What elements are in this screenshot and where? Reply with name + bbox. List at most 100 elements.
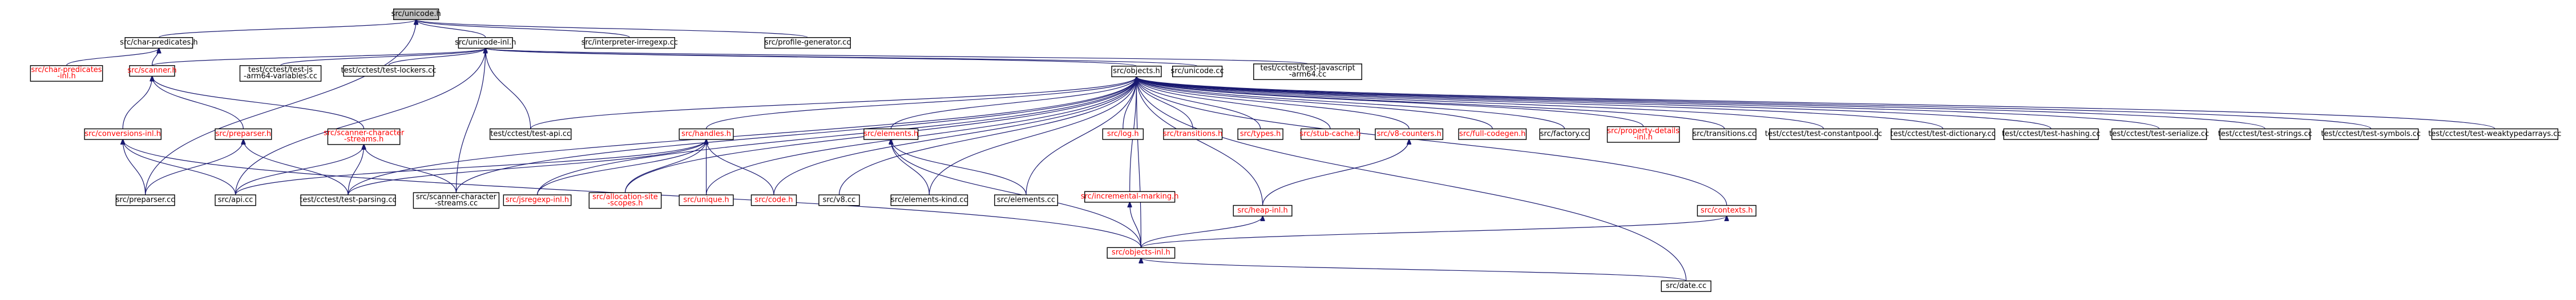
node-label: src/preparser.cc	[116, 195, 175, 204]
edge-api_cc-to-handles_h	[235, 139, 706, 195]
edge-objects_inl_h-to-contexts_h	[1140, 216, 1726, 248]
node-box	[84, 128, 162, 140]
node-v8-counters-h[interactable]: src/v8-counters.h	[1375, 128, 1444, 140]
node-contexts-h[interactable]: src/contexts.h	[1697, 205, 1757, 217]
edge-test_parsing-to-objects_h	[348, 77, 1137, 195]
node-test-symbols[interactable]: test/cctest/test-symbols.cc	[2321, 128, 2421, 140]
node-label: src/log.h	[1107, 130, 1139, 138]
node-char-predicates-inl[interactable]: src/char-predicates-inl.h	[30, 65, 103, 82]
node-incremental-marking-h[interactable]: src/incremental-marking.h	[1081, 191, 1179, 203]
node-conversions-inl[interactable]: src/conversions-inl.h	[84, 128, 162, 140]
node-box	[327, 128, 401, 145]
node-test-javascript-arm64[interactable]: test/cctest/test-javascript-arm64.cc	[1253, 63, 1362, 80]
node-scanner-char-streams-h[interactable]: src/scanner-character-streams.h	[324, 128, 405, 145]
edge-full_codegen_h-to-objects_h	[1137, 77, 1493, 129]
node-label: src/transitions.cc	[1693, 130, 1757, 138]
node-box	[489, 128, 572, 140]
node-heap-inl-h[interactable]: src/heap-inl.h	[1233, 205, 1293, 217]
edge-test_js_arm64-to-unicode_inl_h	[280, 48, 486, 66]
node-test-strings[interactable]: test/cctest/test-strings.cc	[2218, 128, 2312, 140]
edge-scanner_h-to-unicode_inl_h	[151, 48, 486, 66]
node-log-h[interactable]: src/log.h	[1102, 128, 1144, 140]
node-label: test/cctest/test-dictionary.cc	[1891, 130, 1996, 138]
node-code-h[interactable]: src/code.h	[750, 194, 797, 206]
node-property-details-inl[interactable]: src/property-details-inl.h	[1606, 126, 1680, 143]
node-unicode-h[interactable]: src/unicode.h	[391, 9, 441, 21]
node-label: test/cctest/test-javascript	[1260, 64, 1355, 73]
node-box	[2431, 128, 2559, 140]
node-char-predicates-h[interactable]: src/char-predicates.h	[120, 37, 198, 49]
node-label: test/cctest/test-js	[248, 66, 313, 74]
node-full-codegen-h[interactable]: src/full-codegen.h	[1458, 128, 1527, 140]
edge-scanner_h-to-char_predicates_h	[151, 48, 159, 66]
node-preparser-cc[interactable]: src/preparser.cc	[115, 194, 175, 206]
node-box	[30, 65, 103, 82]
node-stub-cache-h[interactable]: src/stub-cache.h	[1299, 128, 1361, 140]
node-box	[584, 37, 676, 49]
node-test-weaktypedarrays[interactable]: test/cctest/test-weaktypedarrays.cc	[2428, 128, 2561, 140]
node-test-js-arm64[interactable]: test/cctest/test-js-arm64-variables.cc	[239, 65, 322, 82]
node-label: src/elements.cc	[997, 195, 1055, 204]
node-types-h[interactable]: src/types.h	[1237, 128, 1283, 140]
node-box	[2323, 128, 2419, 140]
edge-date_cc-to-objects_h	[1137, 77, 1687, 281]
node-factory-cc[interactable]: src/factory.cc	[1539, 128, 1590, 140]
node-allocation-site-scopes[interactable]: src/allocation-site-scopes.h	[588, 192, 662, 209]
node-unique-h[interactable]: src/unique.h	[679, 194, 734, 206]
edge-test_lockers-to-unicode_inl_h	[388, 48, 486, 66]
node-objects-inl-h[interactable]: src/objects-inl.h	[1107, 247, 1176, 259]
edge-elements_kind_cc-to-objects_h	[928, 77, 1136, 195]
node-test-parsing[interactable]: test/cctest/test-parsing.cc	[300, 194, 397, 206]
node-test-constantpool[interactable]: test/cctest/test-constantpool.cc	[1765, 128, 1882, 140]
node-test-hashing[interactable]: test/cctest/test-hashing.cc	[2002, 128, 2100, 140]
node-interpreter-irregexp[interactable]: src/interpreter-irregexp.cc	[582, 37, 678, 49]
node-transitions-h[interactable]: src/transitions.h	[1163, 128, 1222, 140]
edge-test_symbols-to-objects_h	[1137, 77, 2372, 129]
node-label: test/cctest/test-serialize.cc	[2109, 130, 2209, 138]
node-date-cc[interactable]: src/date.cc	[1661, 280, 1711, 292]
node-objects-h[interactable]: src/objects.h	[1111, 66, 1162, 78]
node-api-cc[interactable]: src/api.cc	[215, 194, 256, 206]
node-scanner-char-streams-cc[interactable]: src/scanner-character-streams.cc	[413, 192, 500, 209]
node-label: src/conversions-inl.h	[84, 130, 161, 138]
node-jsregexp-inl[interactable]: src/jsregexp-inl.h	[503, 194, 572, 206]
edge-objects_inl_h-to-objects_h	[1137, 77, 1142, 248]
edge-interpreter_irregexp-to-unicode_h	[416, 19, 630, 38]
node-label: test/cctest/test-weaktypedarrays.cc	[2428, 130, 2561, 138]
node-label: -arm64-variables.cc	[244, 72, 317, 81]
node-transitions-cc[interactable]: src/transitions.cc	[1692, 128, 1757, 140]
node-box	[124, 37, 193, 49]
node-test-serialize[interactable]: test/cctest/test-serialize.cc	[2109, 128, 2209, 140]
edges-layer	[66, 19, 2496, 282]
node-elements-kind-cc[interactable]: src/elements-kind.cc	[890, 194, 968, 206]
node-handles-h[interactable]: src/handles.h	[679, 128, 734, 140]
edge-api_cc-to-unicode_inl_h	[235, 48, 486, 195]
node-test-dictionary[interactable]: test/cctest/test-dictionary.cc	[1891, 128, 1996, 140]
edge-test_parsing-to-preparser_h	[243, 139, 349, 195]
edge-elements_kind_cc-to-elements_h	[891, 139, 930, 195]
node-elements-cc[interactable]: src/elements.cc	[994, 194, 1059, 206]
node-profile-generator[interactable]: src/profile-generator.cc	[764, 37, 851, 49]
node-scanner-h[interactable]: src/scanner.h	[127, 65, 177, 77]
node-box	[994, 194, 1059, 206]
node-box	[750, 194, 797, 206]
node-label: src/transitions.h	[1163, 130, 1222, 138]
edge-profile_generator-to-unicode_h	[416, 19, 808, 38]
node-box	[115, 194, 175, 206]
edge-api_cc-to-scanner_char_streams_h	[235, 145, 364, 195]
node-elements-h[interactable]: src/elements.h	[863, 128, 919, 140]
node-unicode-inl-h[interactable]: src/unicode-inl.h	[455, 37, 516, 49]
node-label: src/scanner-character	[416, 193, 497, 201]
node-label: src/unicode-inl.h	[455, 38, 516, 47]
node-box	[890, 194, 968, 206]
node-unicode-cc[interactable]: src/unicode.cc	[1170, 66, 1224, 78]
node-test-lockers[interactable]: test/cctest/test-lockers.cc	[341, 65, 437, 77]
edge-contexts_h-to-objects_h	[1137, 77, 1727, 206]
node-box	[2111, 128, 2207, 140]
node-test-api[interactable]: test/cctest/test-api.cc	[489, 128, 572, 140]
node-v8-cc[interactable]: src/v8.cc	[818, 194, 860, 206]
node-preparser-h[interactable]: src/preparser.h	[215, 128, 272, 140]
edge-date_cc-to-objects_inl_h	[1141, 258, 1687, 282]
node-box	[1458, 128, 1527, 140]
edge-test_parsing-to-handles_h	[348, 139, 706, 195]
